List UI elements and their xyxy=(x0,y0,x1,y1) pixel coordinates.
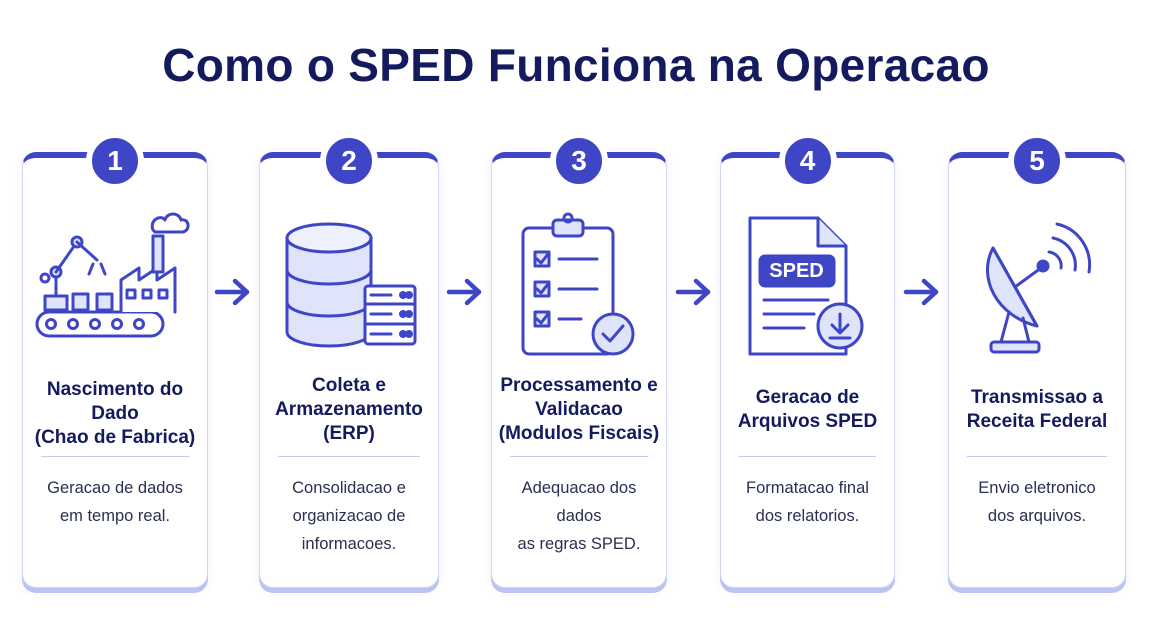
step-description-line: informacoes. xyxy=(301,535,397,553)
step-number-badge: 1 xyxy=(86,132,144,190)
page-title: Como o SPED Funciona na Operacao xyxy=(162,39,990,91)
step-description: Geracao de dados em tempo real. xyxy=(33,474,197,530)
sped-file-icon: SPED xyxy=(718,208,898,368)
step-heading: Coleta e Armazenamento (ERP) xyxy=(266,374,432,446)
divider xyxy=(510,456,648,457)
step-description-line: Consolidacao e xyxy=(292,479,406,497)
step-card-4: 4 SPED Geracao de Arquivos SPED Formatac… xyxy=(718,132,898,588)
step-description-line: Envio eletronico xyxy=(978,479,1096,497)
step-heading-line: Validacao xyxy=(535,399,623,420)
step-number-badge: 4 xyxy=(778,132,837,190)
step-heading-line: Transmissao a xyxy=(970,387,1104,408)
step-number-badge: 5 xyxy=(1008,132,1066,190)
step-card-2: 2 Coleta e Armazenamento (ERP) Consolida… xyxy=(259,132,439,588)
satellite-dish-icon xyxy=(947,208,1127,368)
factory-icon xyxy=(25,208,205,368)
step-heading-line: Nascimento do Dado xyxy=(46,379,184,424)
step-heading-line: Processamento e xyxy=(500,375,658,396)
step-heading-line: Arquivos SPED xyxy=(737,411,878,432)
step-description: Envio eletronico dos arquivos. xyxy=(959,474,1115,530)
step-heading-line: Armazenamento xyxy=(275,399,423,420)
step-description-line: em tempo real. xyxy=(59,507,171,525)
step-heading: Transmissao a Receita Federal xyxy=(955,386,1119,434)
step-number-badge: 2 xyxy=(320,132,378,190)
step-card-5: 5 Transmissao a Receita Federal Envio el… xyxy=(947,132,1127,588)
arrow-right-icon xyxy=(674,277,714,307)
step-heading-line: Coleta e xyxy=(312,375,386,396)
step-description: Adequacao dos dados as regras SPED. xyxy=(502,474,656,558)
step-heading: Nascimento do Dado (Chao de Fabrica) xyxy=(29,378,201,450)
step-card-3: 3 Processamento e Validacao (Modulos Fis… xyxy=(489,132,669,588)
step-heading-line: Geracao de xyxy=(755,387,860,408)
step-heading: Processamento e Validacao (Modulos Fisca… xyxy=(498,374,660,446)
step-description-line: organizacao de xyxy=(292,507,406,525)
step-heading-line: (ERP) xyxy=(323,423,375,444)
step-description-line: dos relatorios. xyxy=(755,507,860,525)
sped-file-label: SPED xyxy=(769,260,824,282)
arrow-right-icon xyxy=(902,277,942,307)
step-heading-line: (Modulos Fiscais) xyxy=(498,423,660,444)
database-server-icon xyxy=(259,208,439,368)
step-description-line: Adequacao dos dados xyxy=(521,479,637,525)
divider xyxy=(41,456,189,457)
step-number-badge: 3 xyxy=(550,132,608,190)
arrow-right-icon xyxy=(445,277,485,307)
step-description-line: Geracao de dados xyxy=(47,479,183,497)
step-description-line: Formatacao final xyxy=(746,479,869,497)
step-description: Consolidacao e organizacao de informacoe… xyxy=(270,474,428,558)
divider xyxy=(967,456,1107,457)
checklist-icon xyxy=(489,208,669,368)
step-description-line: dos arquivos. xyxy=(987,507,1087,525)
divider xyxy=(739,456,876,457)
step-heading: Geracao de Arquivos SPED xyxy=(727,386,888,434)
step-heading-line: (Chao de Fabrica) xyxy=(34,427,196,448)
divider xyxy=(278,456,420,457)
step-description: Formatacao final dos relatorios. xyxy=(731,474,884,530)
arrow-right-icon xyxy=(213,277,253,307)
step-card-1: 1 Nascimento do xyxy=(22,132,208,588)
step-description-line: as regras SPED. xyxy=(517,535,641,553)
step-heading-line: Receita Federal xyxy=(966,411,1108,432)
